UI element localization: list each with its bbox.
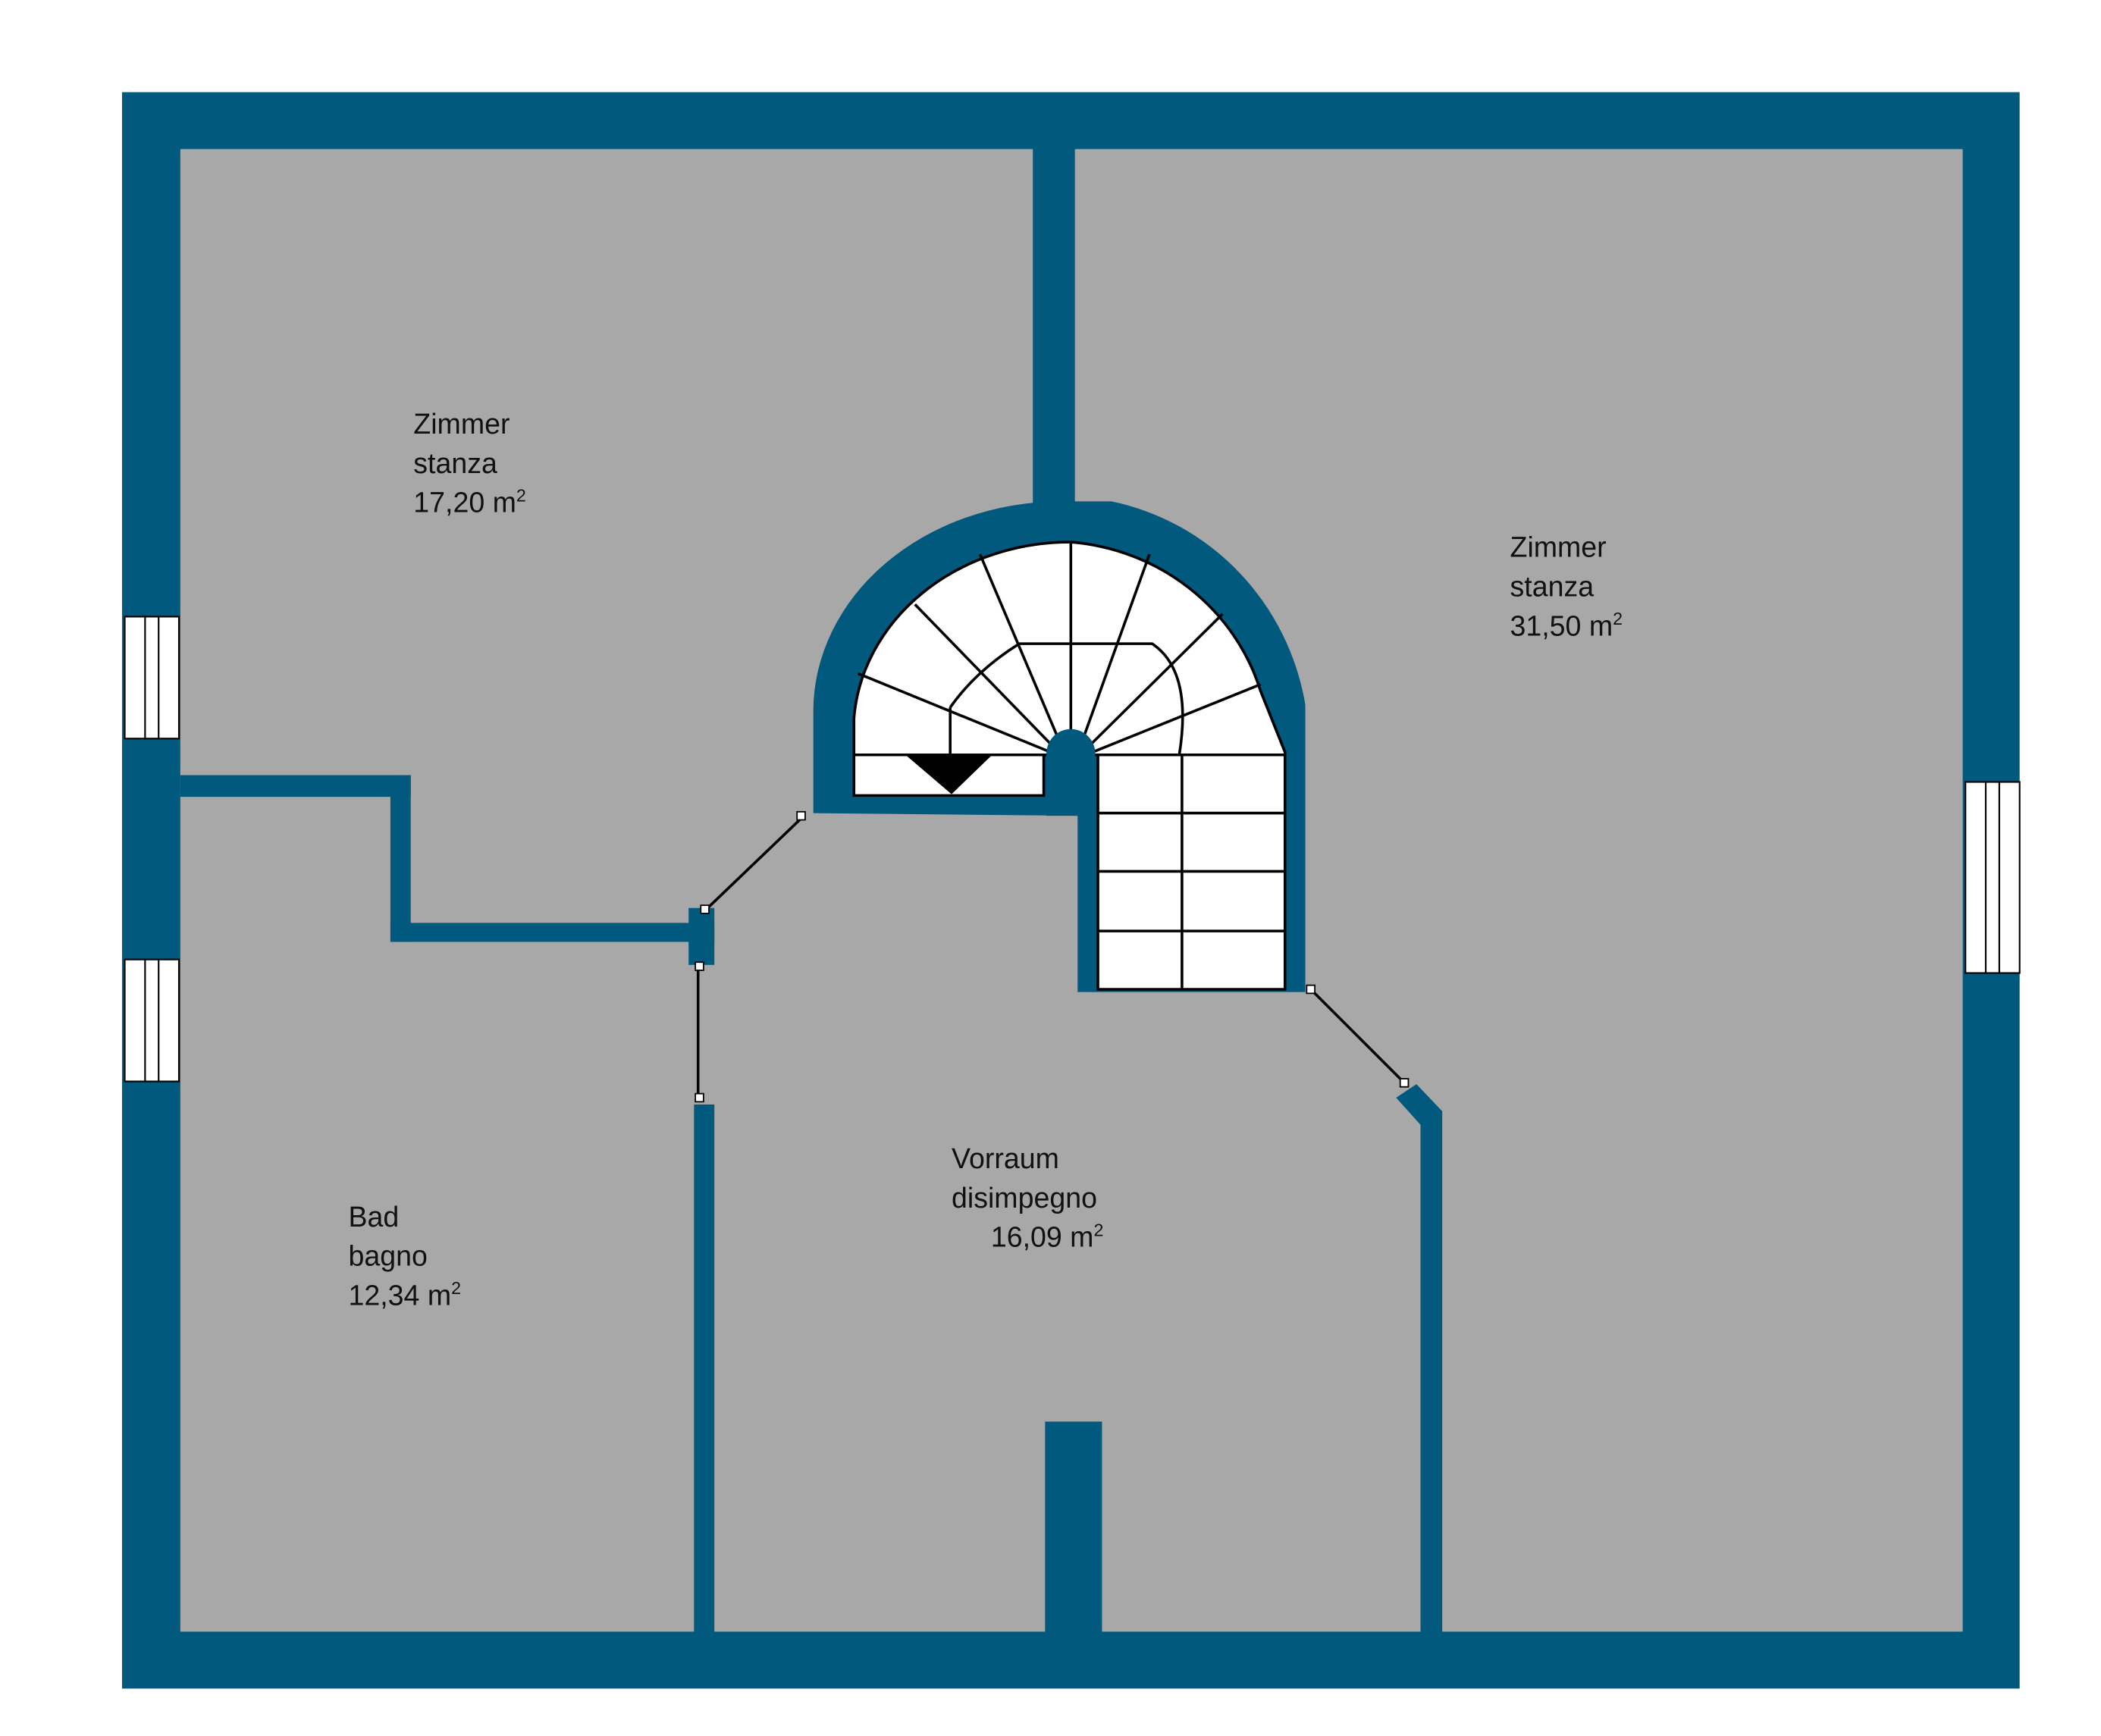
- door-swings[interactable]: [695, 810, 1410, 1103]
- stair-newel: [1046, 729, 1096, 816]
- window-right: [1965, 781, 2021, 974]
- window-left-upper: [124, 616, 180, 740]
- interior-walls: [180, 142, 1443, 1636]
- window-left-lower: [124, 958, 180, 1083]
- staircase[interactable]: [852, 541, 1287, 991]
- stair-direction-arrow: [905, 754, 992, 794]
- room-label-zimmer-2: Zimmer stanza 31,50 m2: [1510, 531, 1623, 642]
- room-label-zimmer-1: Zimmer stanza 17,20 m2: [413, 408, 526, 519]
- room-label-bad: Bad bagno 12,34 m2: [348, 1201, 461, 1311]
- room-label-vorraum: Vorraum disimpegno 16,09 m2: [952, 1142, 1105, 1253]
